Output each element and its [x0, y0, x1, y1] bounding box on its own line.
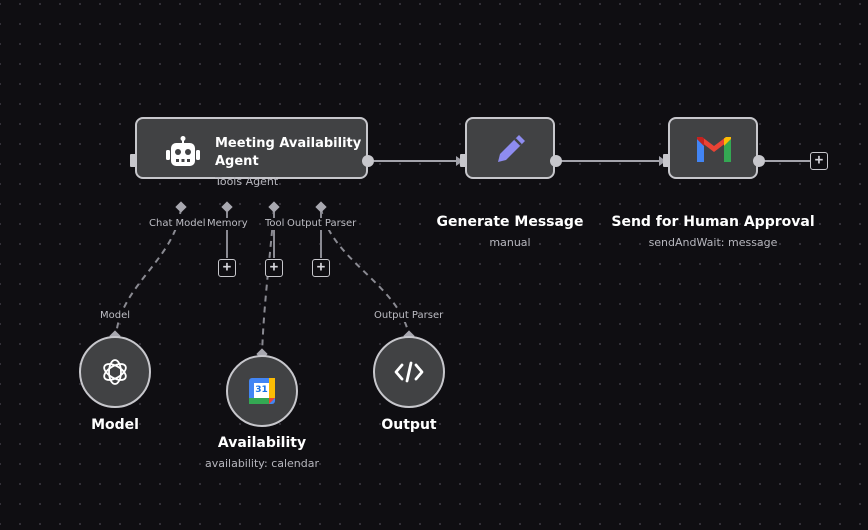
add-next-node-button[interactable]: + [810, 152, 828, 170]
openai-icon [100, 357, 130, 391]
output-label: Output [381, 417, 437, 433]
agent-output-handle[interactable] [362, 155, 374, 167]
output-input-label: Output Parser [373, 310, 445, 322]
availability-label: Availability [217, 435, 307, 451]
availability-subtitle: availability: calendar [204, 457, 320, 470]
send-approval-input-handle[interactable] [663, 154, 670, 167]
google-calendar-icon [249, 378, 275, 408]
output-node[interactable] [373, 336, 445, 408]
add-tool-button[interactable]: + [265, 259, 283, 277]
port-label-tool: Tool [264, 218, 286, 230]
agent-input-handle[interactable] [130, 154, 137, 167]
add-output-parser-button[interactable]: + [312, 259, 330, 277]
agent-subtitle: Tools Agent [215, 175, 279, 188]
agent-node[interactable] [135, 117, 368, 179]
calendar-day-number: 31 [255, 385, 268, 395]
arrow-head [456, 156, 463, 166]
model-node[interactable] [79, 336, 151, 408]
generate-message-label: Generate Message [436, 214, 584, 230]
arrow-head [659, 156, 666, 166]
model-label: Model [91, 417, 139, 433]
agent-title: Meeting Availability Agent [215, 136, 362, 169]
send-approval-output-handle[interactable] [753, 155, 765, 167]
gmail-icon [695, 135, 733, 167]
port-label-chat-model: Chat Model [148, 218, 207, 230]
generate-message-node[interactable] [465, 117, 555, 179]
send-approval-node[interactable] [668, 117, 758, 179]
robot-icon [165, 136, 201, 172]
send-approval-subtitle: sendAndWait: message [648, 236, 778, 249]
generate-input-handle[interactable] [460, 154, 467, 167]
generate-output-handle[interactable] [550, 155, 562, 167]
edge-output-to-agent[interactable] [320, 207, 410, 337]
send-approval-label: Send for Human Approval [611, 214, 815, 230]
availability-node[interactable]: 31 [226, 355, 298, 427]
model-input-label: Model [99, 310, 132, 322]
port-label-memory: Memory [206, 218, 249, 230]
code-icon [394, 360, 424, 388]
port-label-output-parser: Output Parser [286, 218, 358, 230]
add-memory-button[interactable]: + [218, 259, 236, 277]
generate-message-subtitle: manual [489, 236, 531, 249]
pencil-icon [493, 131, 529, 171]
